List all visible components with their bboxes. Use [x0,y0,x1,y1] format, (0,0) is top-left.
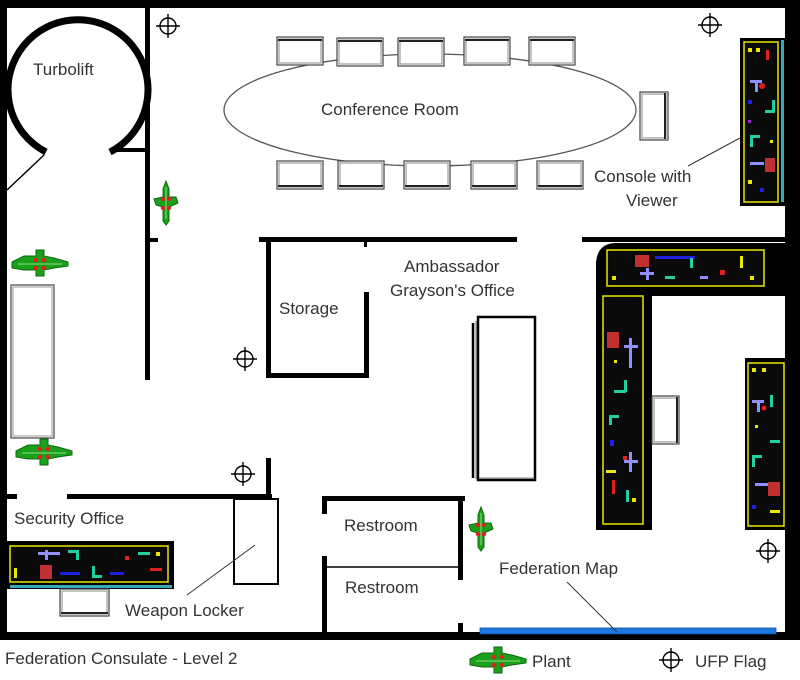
console-lights [752,368,780,513]
legend-plant-label: Plant [532,652,571,671]
chair [397,37,445,67]
chair [403,160,451,190]
ufp-flag-icon [658,647,684,673]
turbolift: Turbolift [4,16,152,191]
ufp-flag-icon [232,346,258,372]
plant-icon [11,249,69,277]
security-office-label: Security Office [14,509,124,528]
security-console [7,541,174,617]
plant-icon [469,646,527,674]
console-lights [606,255,754,502]
chair [470,160,518,190]
chair [336,37,384,67]
ufp-flag-icon [155,13,181,39]
ufp-flag-icon [230,461,256,487]
ambassador-desk [471,315,537,482]
chair [528,36,576,66]
turbolift-label: Turbolift [33,60,94,79]
chair [536,160,584,190]
lobby-bench [10,284,55,439]
outer-walls [0,0,800,640]
chair [463,36,511,66]
ambassador-office: Ambassador Grayson's Office [390,257,537,482]
chair [337,160,385,190]
ambassador-label-line1: Ambassador [404,257,500,276]
federation-map-label: Federation Map [499,559,618,578]
console-chair [651,395,680,445]
ufp-flag-icon [697,12,723,38]
storage-label: Storage [279,299,339,318]
chair [276,160,324,190]
console-with-viewer: Console with Viewer [594,38,786,210]
weapon-locker-leader-line [186,544,256,596]
conference-room-label: Conference Room [321,100,459,119]
l-shaped-console [596,243,785,530]
console-lights [14,550,162,579]
footer: Federation Consulate - Level 2 Plant UFP… [5,646,767,674]
chair [639,91,669,141]
console-lights [748,48,775,192]
middle-walls [259,237,785,247]
ufp-flag-icon [755,538,781,564]
console-label-line1: Console with [594,167,691,186]
restrooms: Restroom Restroom [322,496,465,635]
legend-flag-label: UFP Flag [695,652,767,671]
weapon-locker-label: Weapon Locker [125,601,244,620]
right-console [745,358,785,530]
map-leader-line [566,581,618,633]
plant-icon [15,438,73,466]
hallway-walls [145,8,158,380]
security-chair [59,588,110,617]
ambassador-label-line2: Grayson's Office [390,281,515,300]
plant-icon [153,180,179,226]
conference-chairs [276,36,669,190]
legend: Plant UFP Flag [469,646,767,674]
chair [276,36,324,66]
restroom-1-label: Restroom [344,516,418,535]
console-label-line2: Viewer [626,191,678,210]
console-leader-line [687,137,741,167]
conference-table: Conference Room [223,53,637,167]
weapon-locker [233,498,279,585]
plant-icon [468,506,494,552]
federation-map: Federation Map [479,559,777,635]
storage-room: Storage [266,240,369,378]
plan-title: Federation Consulate - Level 2 [5,649,237,668]
restroom-2-label: Restroom [345,578,419,597]
